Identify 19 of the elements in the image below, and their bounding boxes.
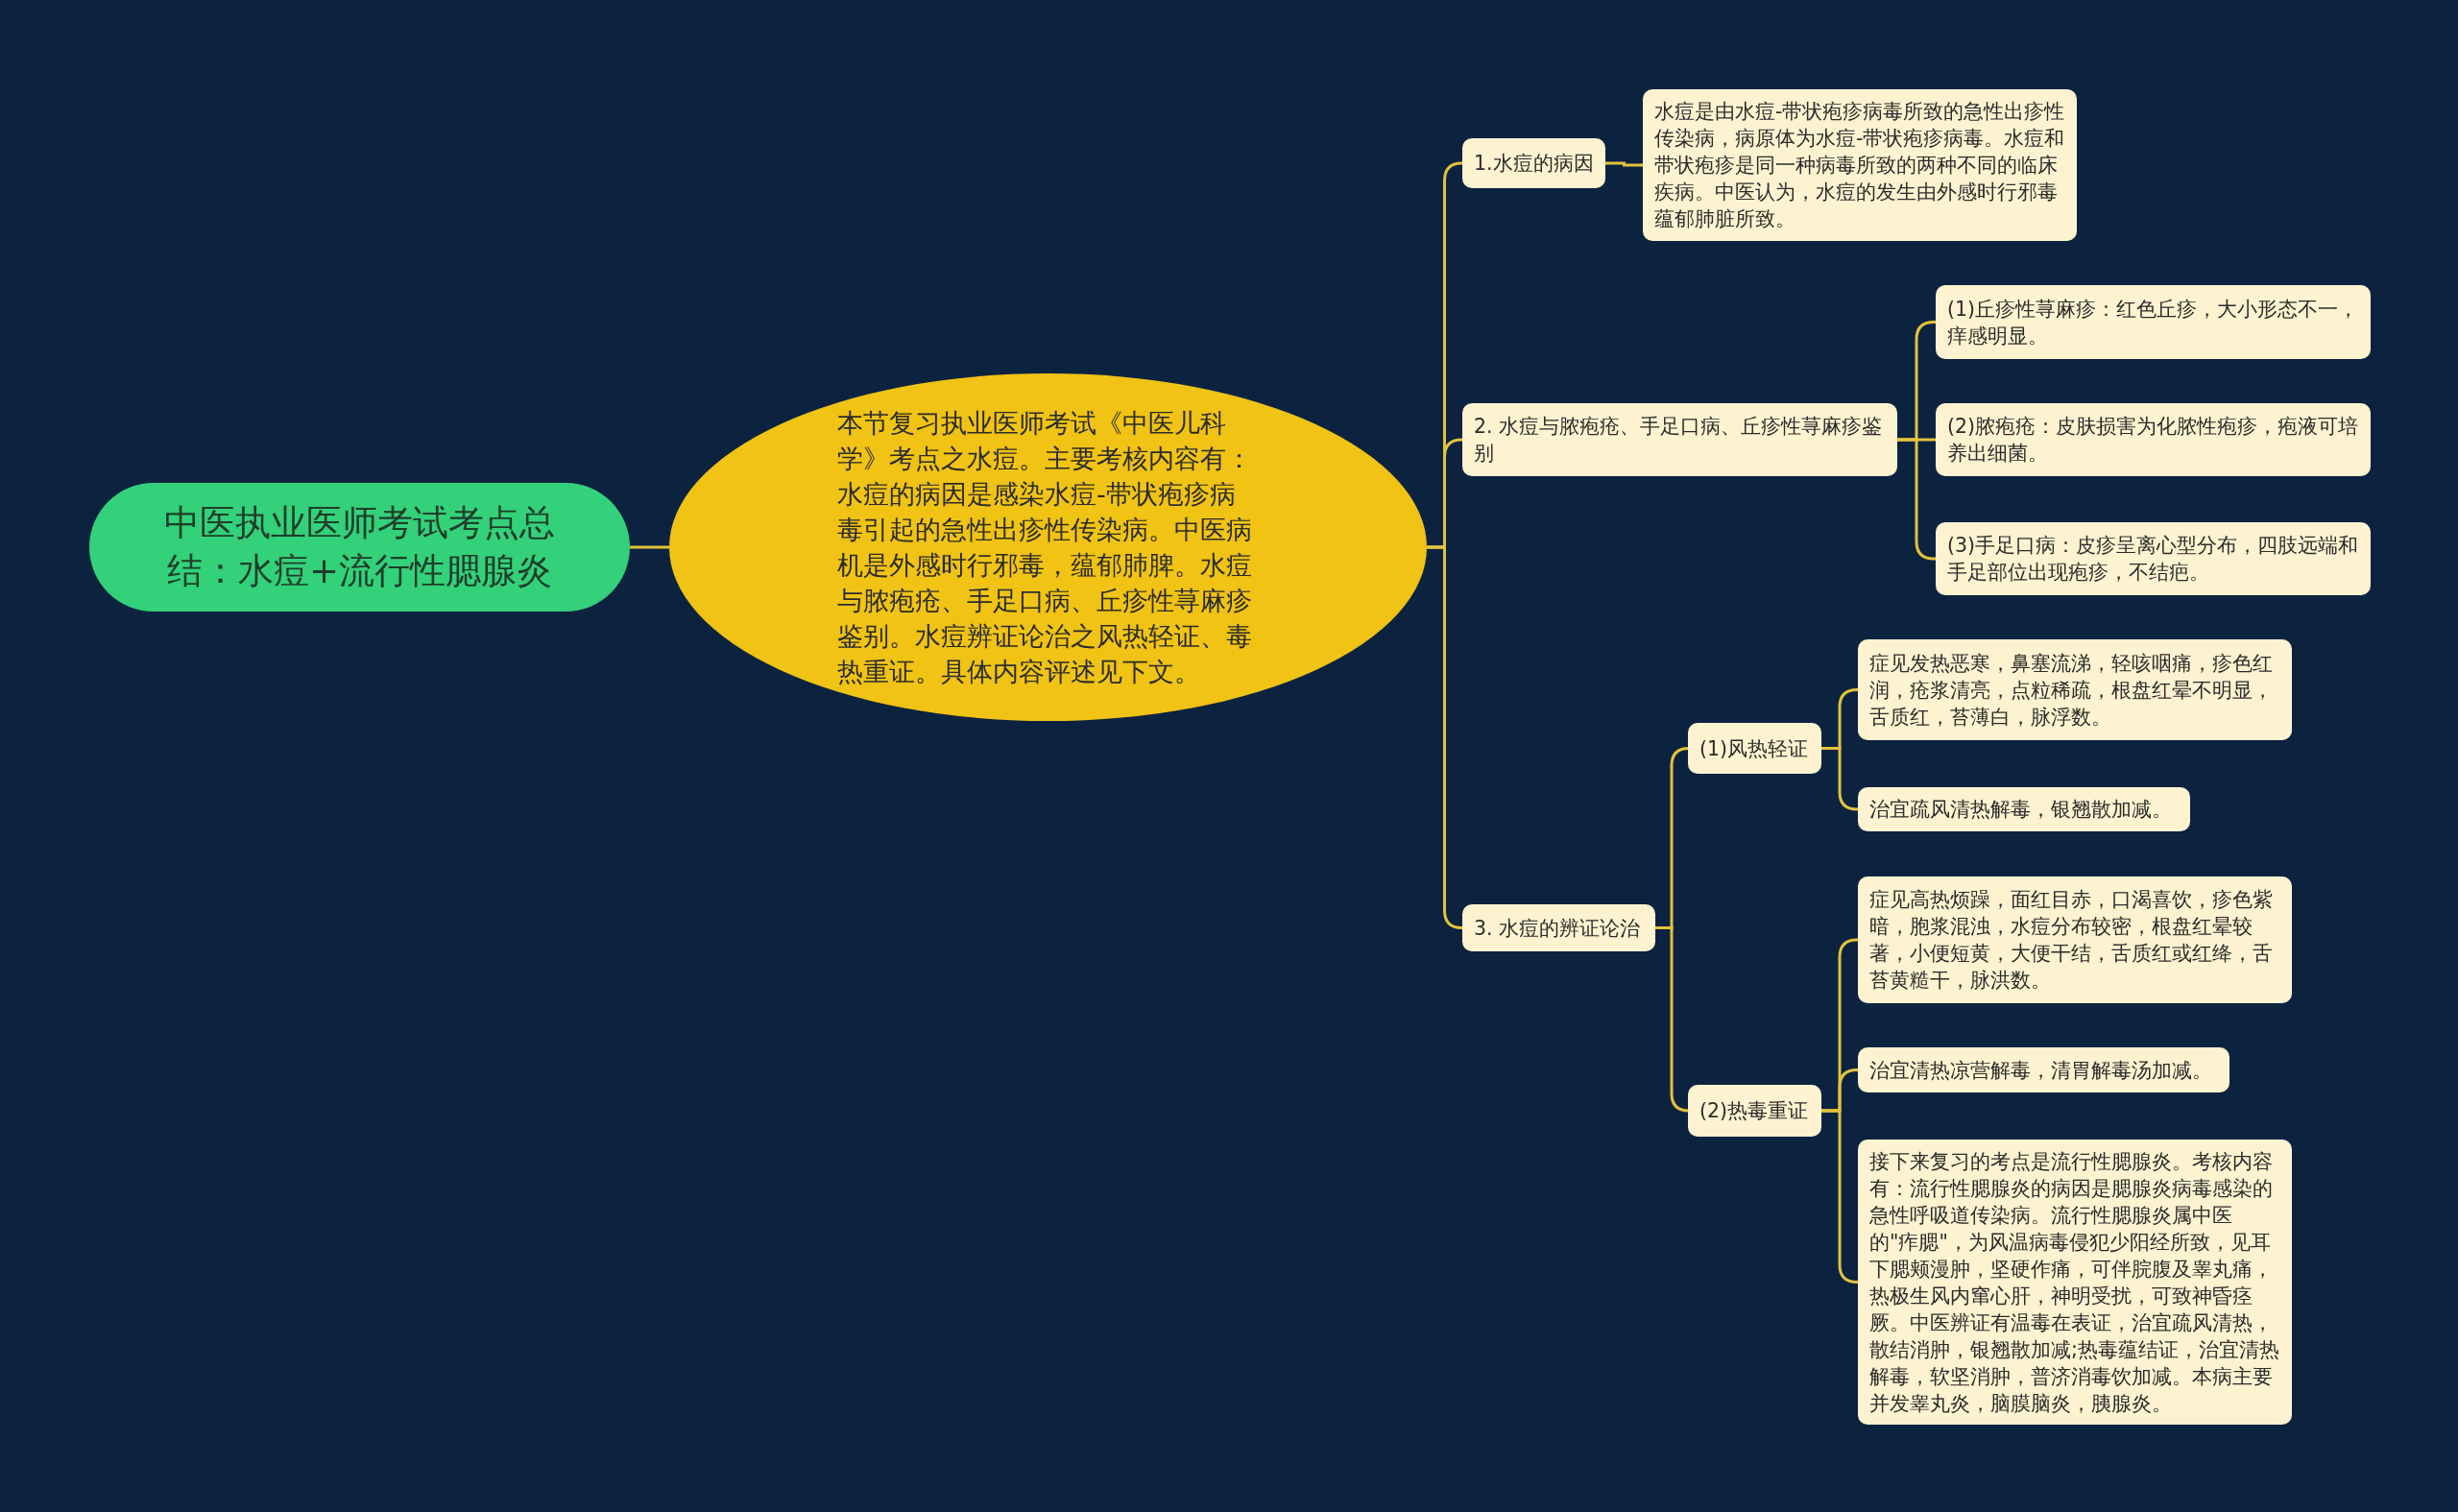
note-box: 接下来复习的考点是流行性腮腺炎。考核内容有：流行性腮腺炎的病因是腮腺炎病毒感染的急性呼吸道传染病。流行性腮腺炎属中医的"痄腮"，为风温病毒侵犯少阳经所致，见耳下腮颊漫肿，坚硬作痛，可伴脘腹及睾丸痛，热极生风内窜心肝，神明受扰，可致神昏痉厥。中医辨证有温毒在表证，治宜疏风清热，散结消肿，银翘散加减;热毒蕴结证，治宜清热解毒，软坚消肿，普济消毒饮加减。本病主要并发睾丸炎，脑膜脑炎，胰腺炎。 [1858, 1140, 2292, 1425]
connector [630, 545, 669, 549]
connector [1605, 161, 1643, 167]
note-box: 症见高热烦躁，面红目赤，口渴喜饮，疹色紫暗，胞浆混浊，水痘分布较密，根盘红晕较著，小便短黄，大便干结，舌质红或红绛，舌苔黄糙干，脉洪数。 [1858, 876, 2292, 1003]
summary-oval: 本节复习执业医师考试《中医儿科学》考点之水痘。主要考核内容有：水痘的病因是感染水痘-带状疱疹病毒引起的急性出疹性传染病。中医病机是外感时行邪毒，蕴郁肺脾。水痘与脓疱疮、手足口病、丘疹性荨麻疹鉴别。水痘辨证论治之风热轻证、毒热重证。具体内容评述见下文。 [669, 373, 1427, 721]
note-box: 治宜清热凉营解毒，清胃解毒汤加减。 [1858, 1047, 2229, 1092]
note-box: 治宜疏风清热解毒，银翘散加减。 [1858, 787, 2190, 831]
topic-box: 1.水痘的病因 [1462, 138, 1605, 188]
topic-box: (2)热毒重证 [1688, 1085, 1821, 1137]
topic-box: 2. 水痘与脓疱疮、手足口病、丘疹性荨麻疹鉴别 [1462, 403, 1897, 476]
topic-box: 3. 水痘的辨证论治 [1462, 904, 1655, 951]
note-box: (2)脓疱疮：皮肤损害为化脓性疱疹，疱液可培养出细菌。 [1936, 403, 2371, 476]
note-box: (3)手足口病：皮疹呈离心型分布，四肢远端和手足部位出现疱疹，不结疤。 [1936, 522, 2371, 595]
topic-pill: 中医执业医师考试考点总结：水痘+流行性腮腺炎 [89, 483, 630, 612]
topic-box: (1)风热轻证 [1688, 723, 1821, 774]
note-box: 症见发热恶寒，鼻塞流涕，轻咳咽痛，疹色红润，疮浆清亮，点粒稀疏，根盘红晕不明显，舌质红，苔薄白，脉浮数。 [1858, 639, 2292, 740]
connector [1427, 545, 1463, 929]
note-box: (1)丘疹性荨麻疹：红色丘疹，大小形态不一，痒感明显。 [1936, 285, 2371, 359]
note-box: 水痘是由水痘-带状疱疹病毒所致的急性出疹性传染病，病原体为水痘-带状疱疹病毒。水痘和带状疱疹是同一种病毒所致的两种不同的临床疾病。中医认为，水痘的发生由外感时行邪毒蕴郁肺脏所致。 [1643, 89, 2077, 241]
